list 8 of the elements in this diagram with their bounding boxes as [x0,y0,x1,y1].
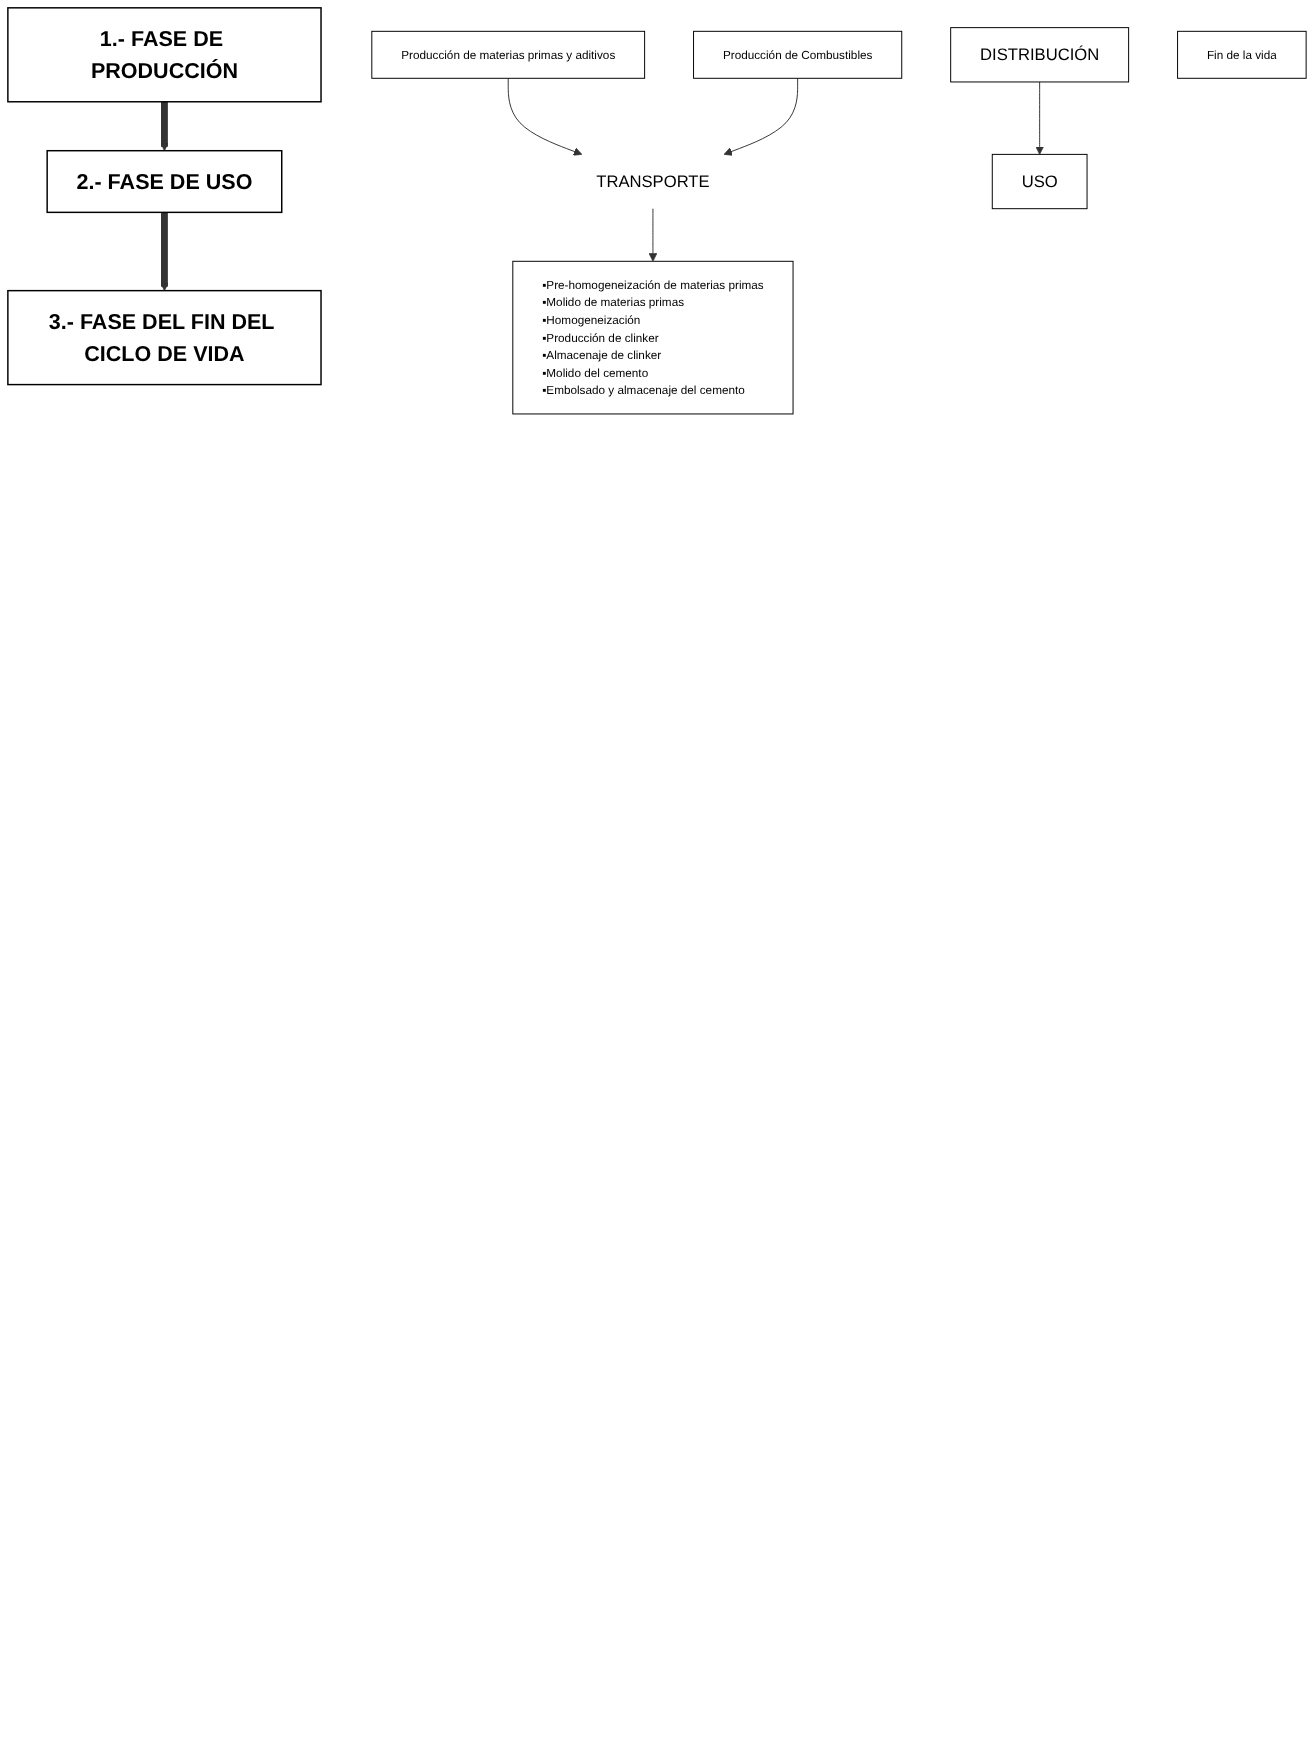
node-text: TRANSPORTE [596,171,710,191]
node-box: DISTRIBUCIÓN [950,27,1130,83]
arrow [160,101,169,152]
node-box: 3.- FASE DEL FIN DEL CICLO DE VIDA [7,289,322,386]
node-box: 2.- FASE DE USO [46,149,283,214]
node-box: 1.- FASE DE PRODUCCIÓN [7,7,322,103]
node-box: USO [991,153,1088,210]
arrow [160,212,169,292]
